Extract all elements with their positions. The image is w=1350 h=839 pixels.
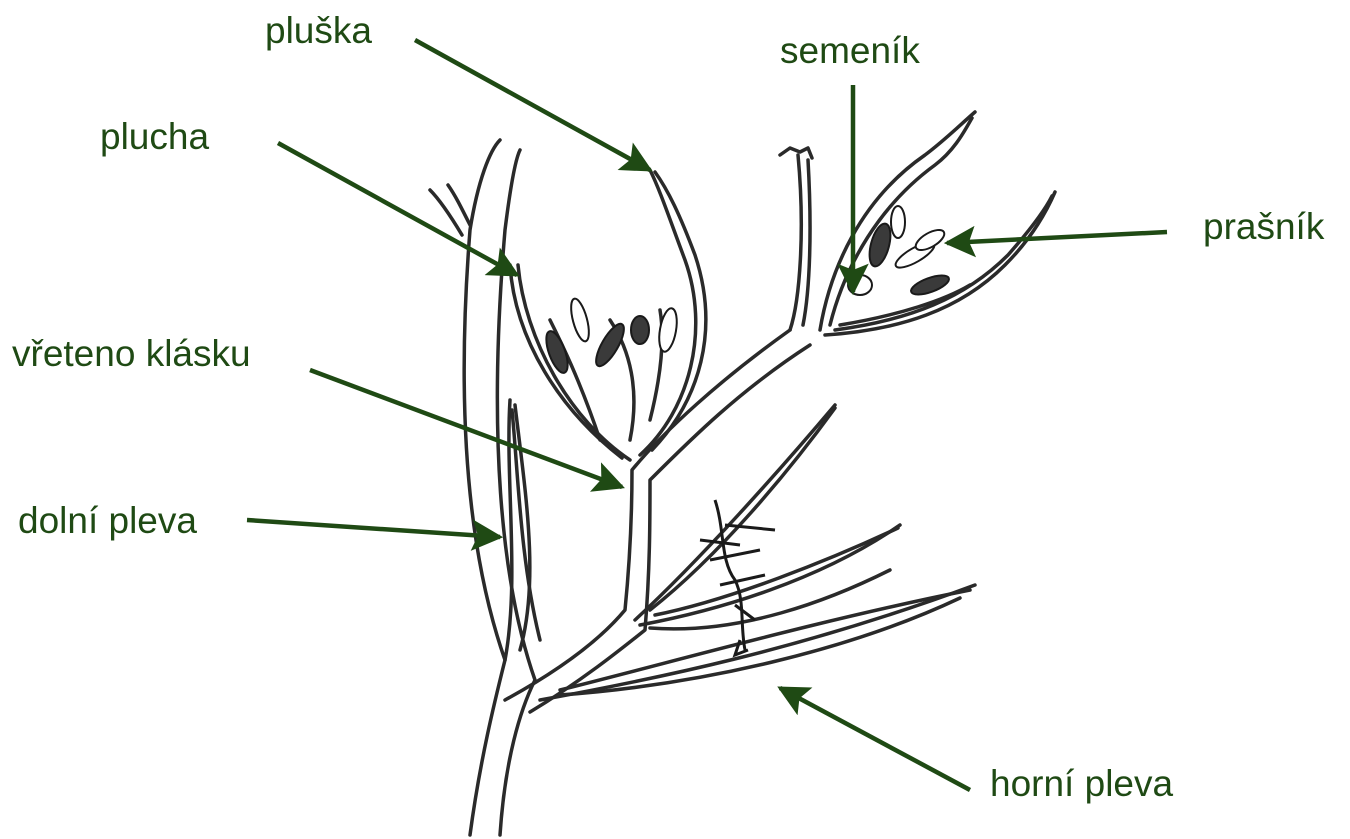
label-vreteno-klasku: vřeteno klásku: [12, 335, 251, 372]
label-pluska: pluška: [265, 12, 372, 49]
lower-glume: [505, 400, 540, 660]
arrow-prasnik: [947, 232, 1167, 243]
stigma: [700, 500, 775, 655]
anthers: [542, 206, 951, 375]
label-plucha: plucha: [100, 118, 209, 155]
arrow-pluska: [415, 40, 650, 170]
arrow-horni-pleva: [780, 688, 970, 790]
label-dolni-pleva: dolní pleva: [18, 502, 197, 539]
arrow-plucha: [278, 143, 517, 275]
label-prasnik: prašník: [1203, 208, 1324, 245]
upper-glume: [540, 585, 975, 700]
arrow-dolni-pleva: [247, 520, 500, 537]
label-horni-pleva: horní pleva: [990, 765, 1173, 802]
lower-floret: [635, 405, 900, 629]
label-semenik: semeník: [780, 32, 920, 69]
